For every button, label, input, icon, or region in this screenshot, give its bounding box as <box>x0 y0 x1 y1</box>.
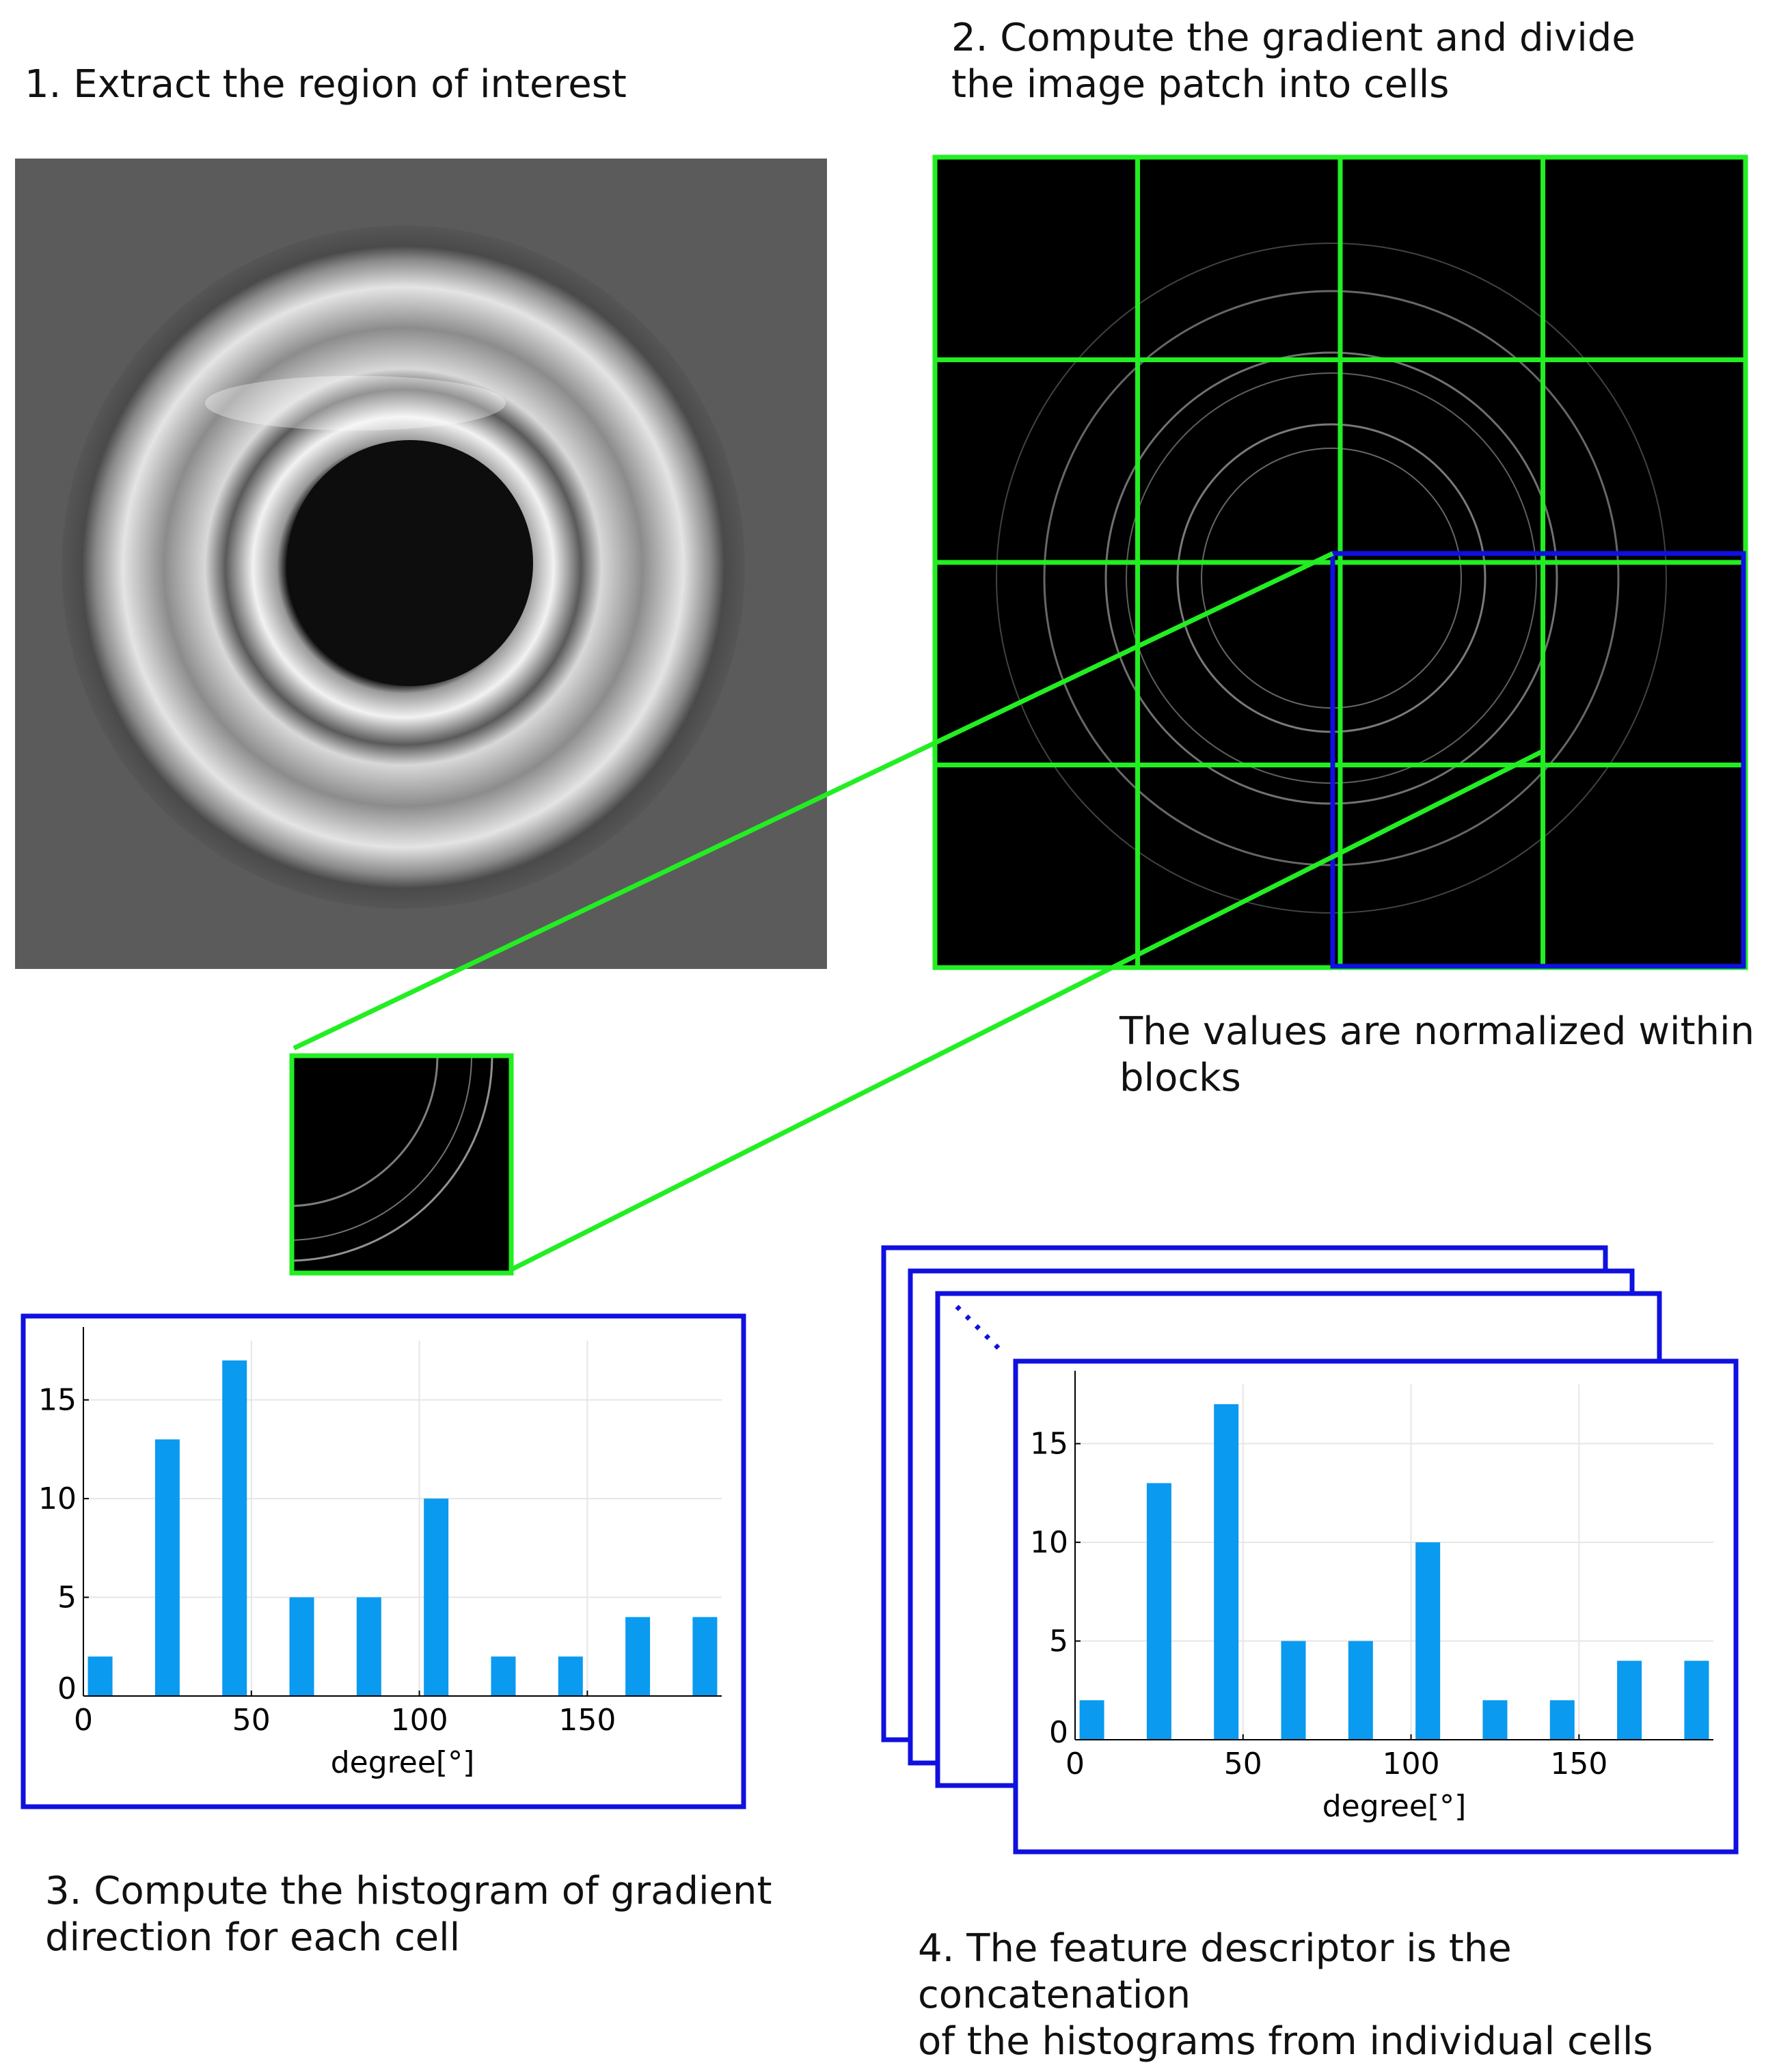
concatenated-histogram-chart: 0 50 100 150 0 5 10 15 degree[°] <box>1030 1371 1713 1824</box>
histogram-bar <box>1415 1542 1441 1740</box>
normalize-note: The values are normalized within blocks <box>1119 1009 1755 1100</box>
histogram-bar <box>356 1597 381 1696</box>
histogram-bar <box>87 1656 113 1696</box>
y-tick-label: 10 <box>38 1481 77 1516</box>
zoom-connectors <box>293 551 1543 1272</box>
histogram-bar <box>1146 1483 1171 1740</box>
x-tick-label: 50 <box>1224 1747 1262 1781</box>
x-tick-label: 0 <box>1065 1747 1085 1781</box>
histogram-bar <box>625 1617 651 1696</box>
histogram-bar <box>1684 1660 1709 1740</box>
y-tick-label: 0 <box>1049 1715 1068 1750</box>
histogram-bar <box>1079 1700 1104 1740</box>
step1-caption: 1. Extract the region of interest <box>25 62 627 107</box>
y-tick-label: 5 <box>57 1581 77 1615</box>
cell-zoom <box>289 1053 514 1276</box>
histogram-bar <box>1617 1660 1642 1740</box>
histogram-bar <box>1482 1700 1508 1740</box>
y-tick-label: 0 <box>57 1671 77 1706</box>
step3-caption: 3. Compute the histogram of gradient dir… <box>45 1869 772 1960</box>
step2-caption: 2. Compute the gradient and divide the i… <box>951 16 1635 107</box>
histogram-frame <box>21 1313 746 1809</box>
histogram-bar <box>692 1617 718 1696</box>
histogram-bar <box>289 1597 314 1696</box>
y-tick-label: 10 <box>1030 1525 1068 1560</box>
y-tick-label: 5 <box>1049 1624 1068 1659</box>
histogram-bar <box>1348 1641 1373 1740</box>
x-tick-label: 150 <box>1550 1747 1607 1781</box>
histogram-bar <box>558 1656 583 1696</box>
stacked-histogram-frames <box>881 1245 1739 1855</box>
normalization-block <box>1330 551 1746 969</box>
roi-image <box>15 159 827 969</box>
x-axis-label: degree[°] <box>331 1745 475 1780</box>
histogram-bar <box>491 1656 516 1696</box>
histogram-chart: 0 50 100 150 0 5 10 15 degree[°] <box>38 1327 722 1780</box>
x-tick-label: 100 <box>391 1703 448 1738</box>
y-tick-label: 15 <box>38 1383 77 1418</box>
x-tick-label: 0 <box>74 1703 93 1738</box>
x-tick-label: 50 <box>232 1703 271 1738</box>
x-tick-label: 150 <box>558 1703 616 1738</box>
histogram-bar <box>154 1439 180 1696</box>
x-axis-label: degree[°] <box>1322 1789 1467 1824</box>
ellipsis-dots <box>955 1304 1005 1355</box>
histogram-bar <box>222 1360 247 1696</box>
histogram-bar <box>1281 1641 1306 1740</box>
histogram-bar <box>1214 1404 1239 1740</box>
histogram-bar <box>424 1499 449 1696</box>
y-tick-label: 15 <box>1030 1427 1068 1462</box>
x-tick-label: 100 <box>1383 1747 1440 1781</box>
histogram-bar <box>1549 1700 1575 1740</box>
